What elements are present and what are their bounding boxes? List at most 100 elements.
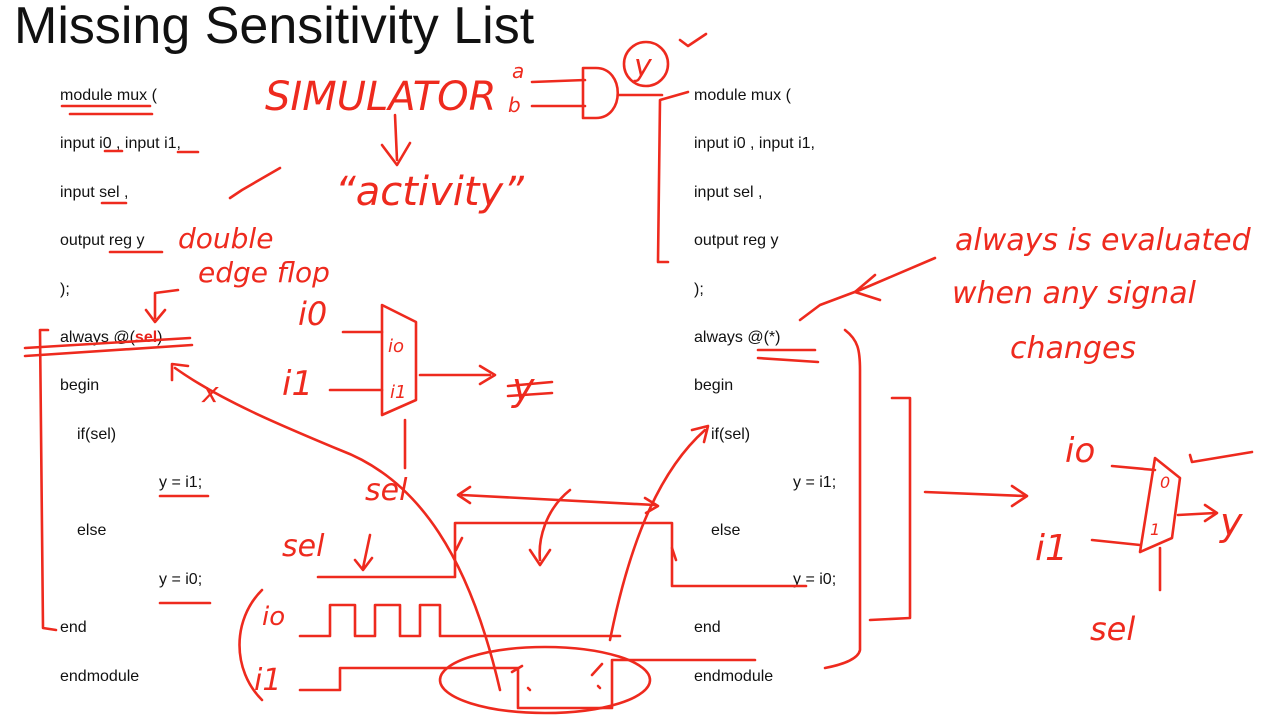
gate-output-circle — [622, 40, 670, 88]
arrow-to-right-mux — [923, 490, 1027, 498]
always-block-bracket — [38, 328, 58, 632]
right-mux-mark — [1188, 450, 1254, 464]
if-bracket — [868, 396, 912, 622]
arrowhead — [690, 424, 710, 444]
right-mux-i0-label: io — [1065, 431, 1095, 471]
code-line: y = i0; — [159, 571, 203, 588]
i0-waveform — [298, 603, 622, 638]
mux-input-i0-label: i0 — [298, 295, 327, 333]
arrowhead — [1010, 484, 1029, 508]
right-mux-output — [1176, 511, 1217, 517]
code-line-always: always @(*) — [694, 329, 781, 346]
always-note-line3: changes — [1010, 331, 1136, 366]
double-edge-flop-line2: edge flop — [198, 256, 330, 289]
code-line: endmodule — [694, 668, 774, 685]
arrowheads — [456, 485, 660, 515]
code-line: end — [60, 619, 87, 636]
code-line: ); — [694, 281, 704, 298]
activity-annotation: “activity” — [335, 169, 524, 215]
code-line: output reg y — [694, 232, 779, 249]
arrowhead — [478, 364, 497, 386]
gate-input-a: a — [512, 59, 524, 83]
code-line: y = i1; — [159, 474, 203, 491]
change-marks — [510, 662, 604, 692]
underline-module — [60, 104, 154, 116]
mux-input-i1-label: i1 — [282, 364, 313, 404]
arrow-down — [538, 488, 572, 562]
cross-mark: x — [201, 376, 219, 409]
check-mark-icon — [678, 32, 708, 48]
arrowhead — [528, 548, 552, 567]
right-mux-body — [1138, 456, 1182, 554]
code-line: if(sel) — [711, 426, 751, 443]
arrowhead — [144, 308, 167, 324]
arrow-note-to-always — [798, 256, 937, 322]
simulator-annotation: SIMULATOR — [265, 74, 496, 120]
arrowhead — [1203, 503, 1219, 523]
code-line: module mux ( — [60, 87, 157, 104]
right-mux-i1-label: i1 — [1035, 528, 1068, 569]
check-mark-icon — [228, 166, 282, 200]
right-mux-in0: 0 — [1160, 473, 1170, 492]
right-mux-y-label: y — [1219, 500, 1243, 544]
gate-input-b: b — [508, 93, 521, 117]
code-line: input i0 , input i1, — [60, 135, 181, 152]
code-line: y = i0; — [793, 571, 837, 588]
slide-title: Missing Sensitivity List — [14, 0, 535, 55]
code-line: end — [694, 619, 721, 636]
right-module-bracket — [656, 90, 690, 264]
not-equal-y-label: y — [511, 365, 535, 409]
gate-input-wires — [530, 78, 587, 108]
code-line: input sel , — [694, 184, 763, 201]
arrow-to-always — [153, 288, 180, 320]
arrowhead — [170, 362, 190, 382]
right-mux-in1: 1 — [1150, 520, 1160, 539]
arrow-sel-edge — [353, 533, 374, 572]
not-equal-icon — [506, 380, 554, 398]
always-keyword: always @( — [60, 329, 135, 346]
always-note-line2: when any signal — [952, 276, 1197, 311]
code-line: else — [711, 522, 741, 539]
code-line: ); — [60, 281, 70, 298]
edge-marks — [454, 536, 678, 562]
wave-i1-label: i1 — [254, 663, 281, 698]
sensitivity-signal: sel — [134, 329, 158, 346]
underline-always-star — [756, 348, 820, 364]
arrow-i1-to-always — [173, 366, 502, 692]
code-line: if(sel) — [77, 426, 117, 443]
mux-body — [380, 303, 418, 417]
double-arrow — [460, 493, 657, 507]
wave-bracket — [238, 588, 264, 702]
arrow-simulator-activity — [393, 113, 399, 162]
right-mux-sel-label: sel — [1090, 610, 1135, 648]
code-line-always: always @(sel) — [60, 329, 163, 347]
arrowhead — [853, 273, 882, 302]
arrowhead — [380, 141, 412, 167]
code-line: endmodule — [60, 668, 140, 685]
arrow-to-if-sel — [608, 428, 707, 642]
mux-in1-label: i1 — [390, 382, 406, 403]
always-star-bracket — [823, 328, 862, 670]
mux-sel-label: sel — [365, 473, 408, 508]
right-mux-input-wires — [1090, 464, 1157, 547]
code-line: begin — [694, 377, 734, 394]
mux-input-wires — [328, 330, 384, 392]
wave-sel-label: sel — [282, 529, 325, 564]
code-line: input sel , — [60, 184, 129, 201]
code-line: y = i1; — [793, 474, 837, 491]
code-line: module mux ( — [694, 87, 791, 104]
sensitivity-close: ) — [157, 329, 163, 346]
i1-change-ellipse — [438, 645, 652, 715]
i1-waveform — [298, 658, 757, 710]
mux-in0-label: io — [388, 336, 404, 357]
gate-output-y: y — [633, 49, 653, 84]
always-note-line1: always is evaluated — [955, 223, 1252, 258]
double-edge-flop-line1: double — [178, 222, 273, 255]
code-line: output reg y — [60, 232, 145, 249]
code-line: begin — [60, 377, 100, 394]
and-gate — [581, 66, 619, 120]
code-line: else — [77, 522, 107, 539]
wave-i0-label: io — [262, 602, 285, 632]
code-line: input i0 , input i1, — [694, 135, 815, 152]
